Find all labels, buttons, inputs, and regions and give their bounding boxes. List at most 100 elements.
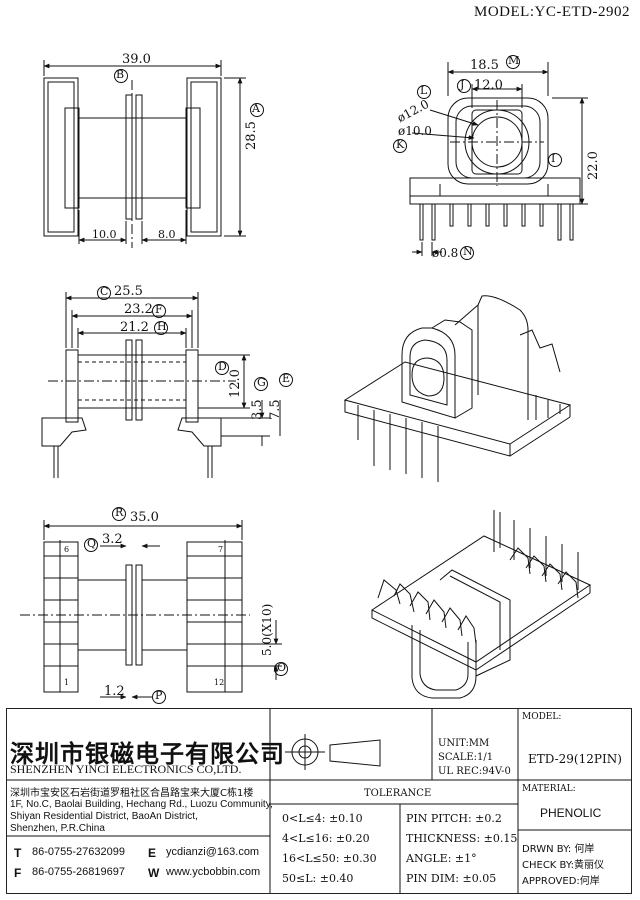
email[interactable]: ycdianzi@163.com [166,846,260,858]
fax: 86-0755-26819697 [32,866,125,878]
marker-k [393,139,407,153]
fax-key: F [14,866,22,880]
drawn-by: DRWN BY: 何岸 [522,844,595,855]
address-en-2: Shiyan Residential District, BaoAn Distr… [10,811,198,822]
marker-a [250,103,264,117]
dim-r: 35.0 [130,510,159,525]
pin-row-2: THICKNESS: ±0.15 [406,832,518,845]
marker-q [84,538,98,552]
web-key: W [148,866,160,880]
material-label: MATERIAL: [522,784,576,794]
title-block-lines [6,708,632,894]
address-en-1: 1F, No.C, Baolai Building, Hechang Rd., … [10,799,273,810]
marker-p-label: P [155,689,163,702]
marker-n [460,246,474,260]
marker-h [154,321,168,335]
pin-row-4: PIN DIM: ±0.05 [406,872,497,885]
dim-h: 21.2 [120,320,149,335]
marker-l [417,85,431,99]
marker-f [152,304,166,318]
pin-label-1: 1 [64,678,70,687]
marker-g-label: G [257,376,266,389]
dim-total-width: 39.0 [122,52,151,67]
pin-row-3: ANGLE: ±1° [406,852,477,865]
dim-c: 25.5 [114,284,143,299]
model-value: ETD-29(12PIN) [528,752,622,766]
marker-f-label: F [155,303,163,316]
dim-height-tr: 22.0 [586,151,601,180]
company-name-en: SHENZHEN YINCI ELECTRONICS CO,LTD. [10,762,242,776]
dim-left: 10.0 [92,228,117,241]
iso-view-bottom [371,510,592,699]
dim-e: 7.5 [268,399,283,420]
marker-e-label: E [282,372,291,385]
model-title: MODEL:YC-ETD-2902 [474,4,630,20]
marker-g [254,377,268,391]
marker-o-label: O [277,661,287,674]
marker-j [457,79,471,93]
title-block [6,708,632,894]
tol-row-3: 16<L≤50: ±0.30 [282,852,377,865]
iso-view-top [343,295,572,482]
marker-q-label: Q [87,537,97,550]
dim-o: 5.0(X10) [260,603,274,656]
material-value: PHENOLIC [540,806,602,820]
marker-p [152,690,166,704]
tol-row-1: 0<L≤4: ±0.10 [282,812,363,825]
marker-k-label: K [396,138,405,151]
dim-q: 3.2 [102,532,123,547]
unit: UNIT:MM [438,738,490,749]
marker-l-label: L [420,84,428,97]
marker-i-label: I [551,152,556,165]
marker-b [114,69,128,83]
marker-h-label: H [157,320,167,333]
dim-f: 23.2 [124,302,153,317]
dim-d: 12.0 [228,369,243,398]
email-key: E [148,846,157,860]
dim-k: ø10.0 [398,124,432,138]
marker-m [506,55,520,69]
tel-key: T [14,846,22,860]
marker-c-label: C [100,285,109,298]
top-left-view [43,60,264,248]
web[interactable]: www.ycbobbin.com [166,866,261,878]
dim-g: 3.5 [250,399,265,420]
pin-row-1: PIN PITCH: ±0.2 [406,812,502,825]
pin-label-7: 7 [218,545,224,554]
marker-d-label: D [218,360,227,373]
dim-j: 12.0 [474,78,503,93]
dim-p: 1.2 [104,684,125,699]
marker-e [279,373,293,387]
bottom-left-view [20,507,288,704]
middle-left-view [41,286,293,478]
approved-by: APPROVED:何岸 [522,876,600,887]
scale: SCALE:1/1 [438,752,494,763]
marker-d [215,361,229,375]
company-name-cn: 深圳市银磁电子有限公司 [10,740,285,768]
marker-j-label: J [460,78,465,91]
address-en-3: Shenzhen, P.R.China [10,823,105,834]
marker-r [112,507,126,521]
pin-label-6: 6 [64,545,70,554]
tol-row-4: 50≤L: ±0.40 [282,872,354,885]
dim-width-tr: 18.5 [470,58,499,73]
dim-pin: ø0.8 [432,246,459,260]
top-right-view [393,55,588,260]
tolerance-title: TOLERANCE [364,788,432,799]
marker-b-label: B [116,68,125,81]
tol-row-2: 4<L≤16: ±0.20 [282,832,370,845]
check-by: CHECK BY:黄丽仪 [522,860,605,871]
marker-m-label: M [508,54,520,67]
tel: 86-0755-27632099 [32,846,125,858]
marker-o [274,662,288,676]
model-label: MODEL: [522,712,562,722]
pin-label-12: 12 [214,678,225,687]
address-cn: 深圳市宝安区石岩街道罗租社区合昌路宝来大厦C栋1楼 [10,788,254,799]
marker-c [97,286,111,300]
marker-n-label: N [463,245,473,258]
pin-row-front [419,203,574,241]
dim-right: 8.0 [158,228,176,241]
ul-rec: UL REC:94V-0 [438,766,511,777]
marker-r-label: R [115,506,124,519]
